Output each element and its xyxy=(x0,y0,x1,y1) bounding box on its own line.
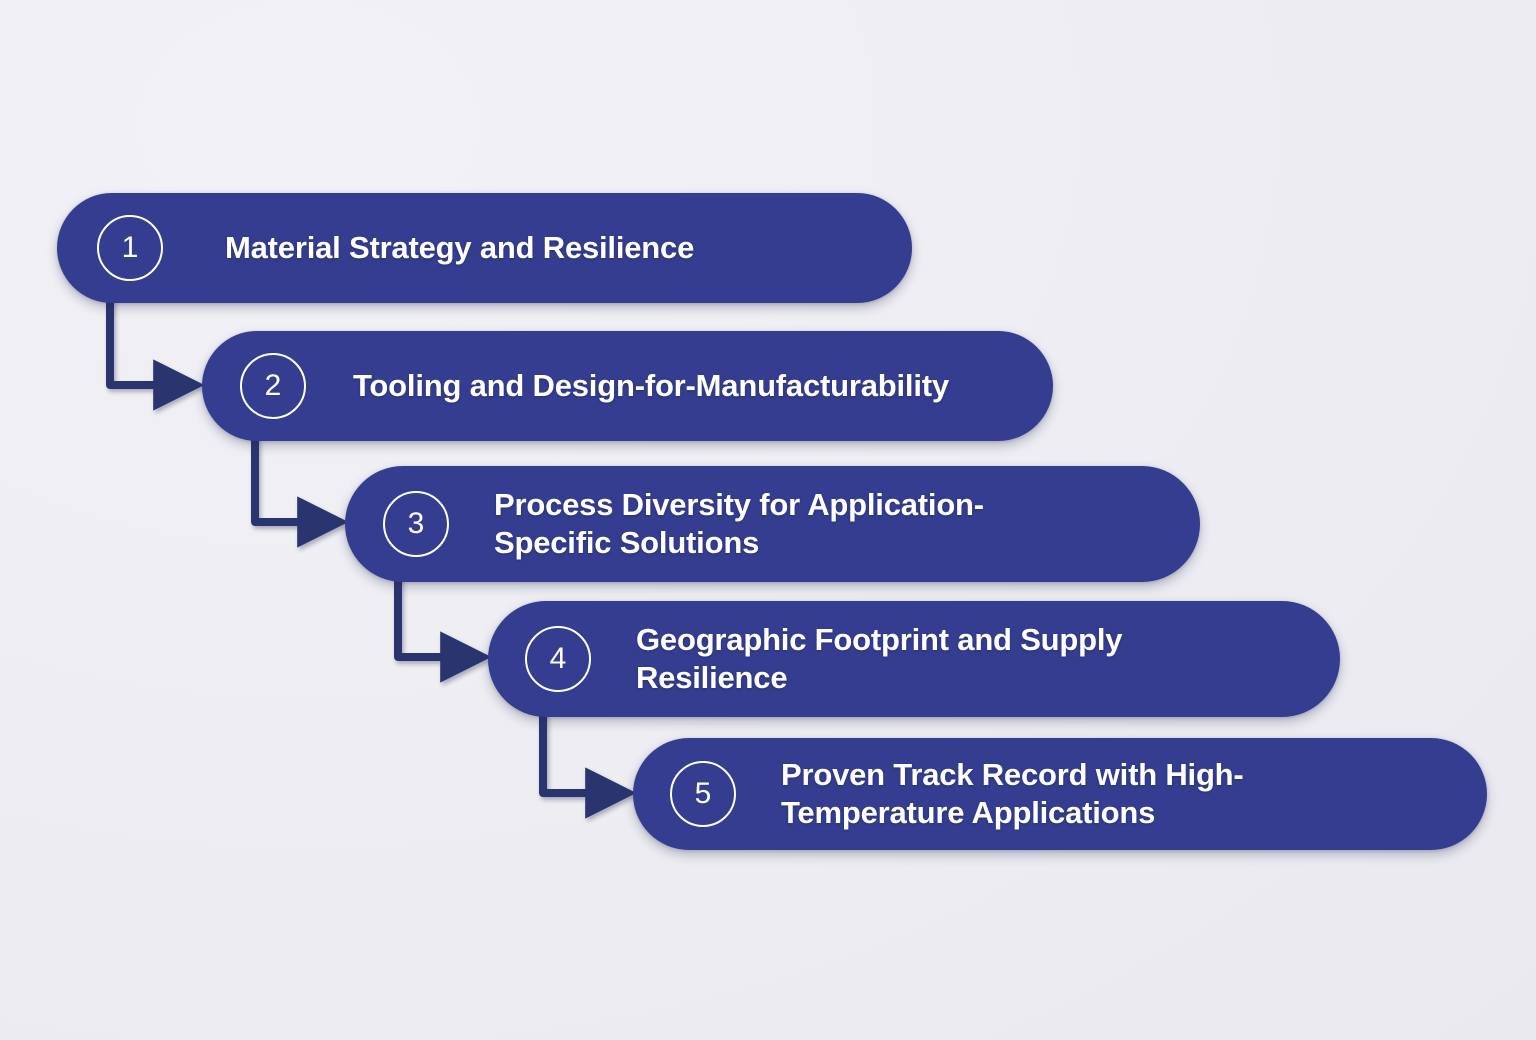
step-label: Tooling and Design-for-Manufacturability xyxy=(353,368,949,404)
step-number: 2 xyxy=(264,369,282,402)
step-number-badge: 3 xyxy=(383,491,449,557)
step-number: 4 xyxy=(549,642,567,675)
step-label: Process Diversity for Application- Speci… xyxy=(494,487,984,560)
step-number-badge: 4 xyxy=(525,626,591,692)
connector-1-to-2 xyxy=(106,296,205,411)
step-number-badge: 5 xyxy=(670,761,736,827)
connector-3-to-4 xyxy=(394,575,492,683)
step-label: Material Strategy and Resilience xyxy=(225,230,695,266)
connector-2-to-3 xyxy=(251,434,349,548)
step-number-badge: 1 xyxy=(97,215,163,281)
step-item-5[interactable]: 5 Proven Track Record with High- Tempera… xyxy=(633,738,1487,850)
step-number: 1 xyxy=(121,231,139,264)
step-item-2[interactable]: 2 Tooling and Design-for-Manufacturabili… xyxy=(202,331,1053,441)
step-number: 3 xyxy=(407,507,425,540)
step-item-1[interactable]: 1 Material Strategy and Resilience xyxy=(57,193,912,303)
step-label: Proven Track Record with High- Temperatu… xyxy=(781,757,1244,830)
step-number: 5 xyxy=(694,777,712,810)
connector-4-to-5 xyxy=(539,710,637,819)
step-number-badge: 2 xyxy=(240,353,306,419)
step-item-3[interactable]: 3 Process Diversity for Application- Spe… xyxy=(345,466,1200,582)
step-label: Geographic Footprint and Supply Resilien… xyxy=(636,622,1123,695)
step-item-4[interactable]: 4 Geographic Footprint and Supply Resili… xyxy=(488,601,1340,717)
